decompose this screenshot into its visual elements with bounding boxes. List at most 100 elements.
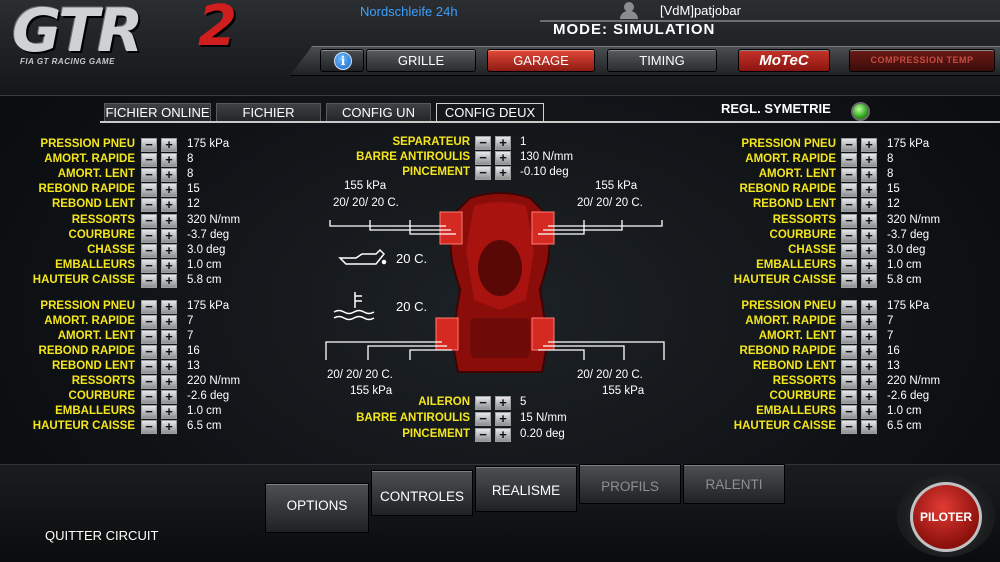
decrease-button[interactable]: − xyxy=(841,183,857,198)
decrease-button[interactable]: − xyxy=(841,228,857,243)
options-button[interactable]: OPTIONS xyxy=(265,483,369,533)
profils-button[interactable]: PROFILS xyxy=(579,464,681,504)
increase-button[interactable]: + xyxy=(861,258,877,273)
decrease-button[interactable]: − xyxy=(841,168,857,183)
decrease-button[interactable]: − xyxy=(475,136,491,150)
decrease-button[interactable]: − xyxy=(141,360,157,374)
increase-button[interactable]: + xyxy=(861,345,877,359)
info-button[interactable]: i xyxy=(320,49,364,72)
decrease-button[interactable]: − xyxy=(841,405,857,419)
increase-button[interactable]: + xyxy=(861,153,877,168)
decrease-button[interactable]: − xyxy=(475,428,491,442)
decrease-button[interactable]: − xyxy=(841,315,857,329)
decrease-button[interactable]: − xyxy=(141,345,157,359)
piloter-button[interactable]: PILOTER xyxy=(910,482,982,552)
increase-button[interactable]: + xyxy=(495,166,511,180)
increase-button[interactable]: + xyxy=(161,345,177,359)
increase-button[interactable]: + xyxy=(161,300,177,314)
ralenti-button[interactable]: RALENTI xyxy=(683,464,785,504)
increase-button[interactable]: + xyxy=(161,258,177,273)
increase-button[interactable]: + xyxy=(161,375,177,389)
decrease-button[interactable]: − xyxy=(141,243,157,258)
decrease-button[interactable]: − xyxy=(141,228,157,243)
tab-motec[interactable]: MoTeC xyxy=(738,49,830,72)
decrease-button[interactable]: − xyxy=(841,345,857,359)
decrease-button[interactable]: − xyxy=(141,300,157,314)
increase-button[interactable]: + xyxy=(161,330,177,344)
decrease-button[interactable]: − xyxy=(141,153,157,168)
decrease-button[interactable]: − xyxy=(141,273,157,288)
tab-garage[interactable]: GARAGE xyxy=(487,49,595,72)
realisme-button[interactable]: REALISME xyxy=(475,466,577,512)
increase-button[interactable]: + xyxy=(161,138,177,152)
tab-fichier[interactable]: FICHIER xyxy=(216,103,321,122)
increase-button[interactable]: + xyxy=(161,183,177,198)
increase-button[interactable]: + xyxy=(861,300,877,314)
decrease-button[interactable]: − xyxy=(841,258,857,273)
tab-compression-temp[interactable]: COMPRESSION TEMP xyxy=(849,49,995,72)
controles-button[interactable]: CONTROLES xyxy=(371,470,473,516)
decrease-button[interactable]: − xyxy=(841,330,857,344)
increase-button[interactable]: + xyxy=(861,198,877,213)
increase-button[interactable]: + xyxy=(161,315,177,329)
decrease-button[interactable]: − xyxy=(475,396,491,410)
increase-button[interactable]: + xyxy=(495,136,511,150)
increase-button[interactable]: + xyxy=(161,405,177,419)
quitter-circuit-button[interactable]: QUITTER CIRCUIT xyxy=(45,528,159,543)
decrease-button[interactable]: − xyxy=(841,138,857,152)
increase-button[interactable]: + xyxy=(495,428,511,442)
decrease-button[interactable]: − xyxy=(141,420,157,434)
decrease-button[interactable]: − xyxy=(141,138,157,152)
decrease-button[interactable]: − xyxy=(141,213,157,228)
increase-button[interactable]: + xyxy=(161,390,177,404)
decrease-button[interactable]: − xyxy=(841,198,857,213)
decrease-button[interactable]: − xyxy=(841,213,857,228)
increase-button[interactable]: + xyxy=(861,138,877,152)
decrease-button[interactable]: − xyxy=(841,390,857,404)
increase-button[interactable]: + xyxy=(161,273,177,288)
increase-button[interactable]: + xyxy=(161,198,177,213)
decrease-button[interactable]: − xyxy=(141,375,157,389)
increase-button[interactable]: + xyxy=(161,213,177,228)
increase-button[interactable]: + xyxy=(861,228,877,243)
increase-button[interactable]: + xyxy=(161,420,177,434)
decrease-button[interactable]: − xyxy=(141,258,157,273)
tab-timing[interactable]: TIMING xyxy=(607,49,717,72)
symmetry-toggle[interactable] xyxy=(851,102,870,121)
increase-button[interactable]: + xyxy=(861,360,877,374)
increase-button[interactable]: + xyxy=(861,420,877,434)
decrease-button[interactable]: − xyxy=(475,166,491,180)
decrease-button[interactable]: − xyxy=(841,420,857,434)
increase-button[interactable]: + xyxy=(861,183,877,198)
decrease-button[interactable]: − xyxy=(841,153,857,168)
decrease-button[interactable]: − xyxy=(841,375,857,389)
decrease-button[interactable]: − xyxy=(141,390,157,404)
increase-button[interactable]: + xyxy=(861,273,877,288)
decrease-button[interactable]: − xyxy=(475,412,491,426)
decrease-button[interactable]: − xyxy=(141,330,157,344)
increase-button[interactable]: + xyxy=(861,168,877,183)
decrease-button[interactable]: − xyxy=(141,183,157,198)
increase-button[interactable]: + xyxy=(861,213,877,228)
increase-button[interactable]: + xyxy=(861,405,877,419)
tab-grille[interactable]: GRILLE xyxy=(366,49,476,72)
increase-button[interactable]: + xyxy=(161,153,177,168)
tab-fichier-online[interactable]: FICHIER ONLINE xyxy=(104,103,211,122)
decrease-button[interactable]: − xyxy=(841,360,857,374)
decrease-button[interactable]: − xyxy=(141,168,157,183)
increase-button[interactable]: + xyxy=(861,375,877,389)
increase-button[interactable]: + xyxy=(161,243,177,258)
decrease-button[interactable]: − xyxy=(841,273,857,288)
decrease-button[interactable]: − xyxy=(141,198,157,213)
increase-button[interactable]: + xyxy=(495,151,511,165)
increase-button[interactable]: + xyxy=(161,360,177,374)
increase-button[interactable]: + xyxy=(861,390,877,404)
increase-button[interactable]: + xyxy=(161,168,177,183)
decrease-button[interactable]: − xyxy=(841,243,857,258)
increase-button[interactable]: + xyxy=(861,243,877,258)
decrease-button[interactable]: − xyxy=(141,405,157,419)
increase-button[interactable]: + xyxy=(861,330,877,344)
decrease-button[interactable]: − xyxy=(141,315,157,329)
increase-button[interactable]: + xyxy=(495,412,511,426)
decrease-button[interactable]: − xyxy=(475,151,491,165)
